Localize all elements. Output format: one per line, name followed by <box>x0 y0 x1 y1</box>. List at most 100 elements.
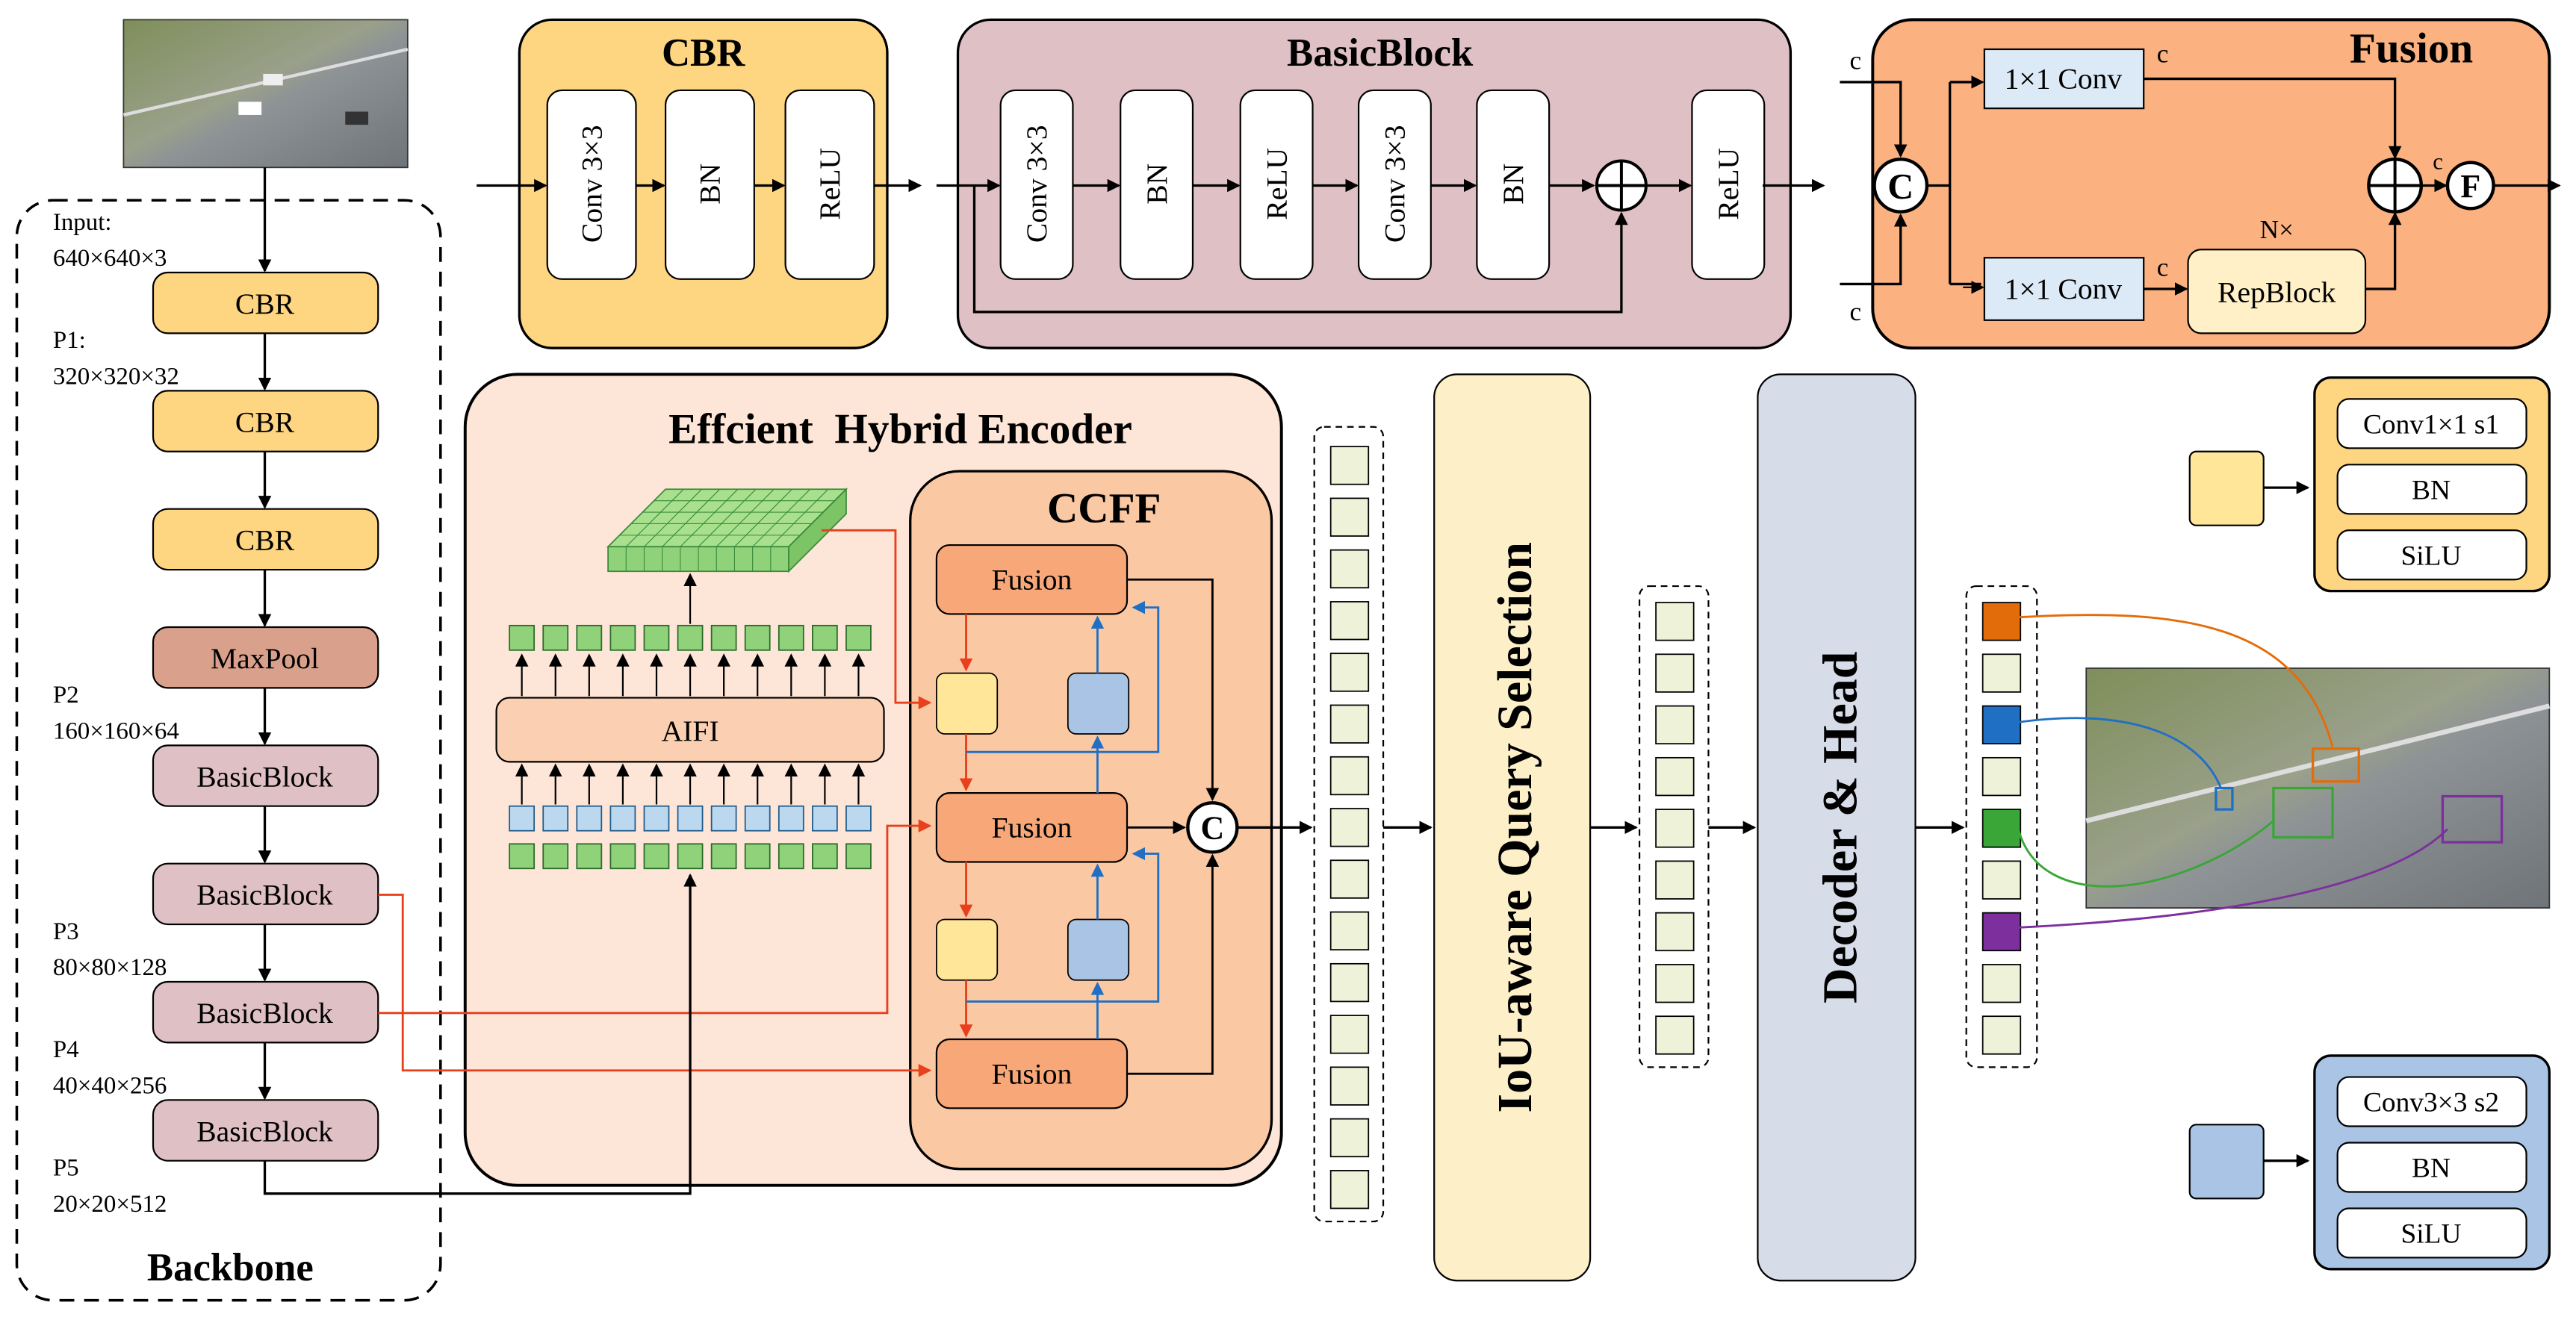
token-square <box>509 843 536 870</box>
layer-label: BN <box>1497 164 1530 205</box>
aifi-label: AIFI <box>662 715 719 747</box>
token-square <box>643 843 670 870</box>
token-square <box>744 843 771 870</box>
layer-label: BN <box>694 164 727 205</box>
channel-label: c <box>2433 149 2443 174</box>
token-square <box>576 843 603 870</box>
query-selection-label: IoU-aware Query Selection <box>1488 542 1542 1113</box>
query-token <box>1655 912 1695 952</box>
token-square <box>778 805 804 832</box>
layer-box: BN <box>1476 89 1551 280</box>
query-token <box>1655 653 1695 693</box>
conv1x1-bottom <box>1983 257 2145 321</box>
fusion-label: Fusion <box>992 1057 1073 1090</box>
layer-box: Conv 3×3 <box>999 89 1074 280</box>
selected-queries <box>1638 585 1710 1068</box>
yellow-conv-block <box>936 672 999 735</box>
encoder-tokens <box>1313 426 1385 1223</box>
token-square <box>812 805 838 832</box>
backbone-block-cbr: CBR <box>152 508 379 571</box>
token-square <box>542 624 569 651</box>
token-square <box>609 805 636 832</box>
ccff-fusion-block: Fusion <box>935 544 1129 615</box>
concat-label: C <box>1887 167 1914 207</box>
repblock <box>2187 249 2367 334</box>
query-token <box>1981 964 2022 1003</box>
encoder-title: Effcient Hybrid Encoder <box>668 406 1132 453</box>
token-square <box>778 624 804 651</box>
layer-box: ReLU <box>784 89 875 280</box>
fusion-label: Fusion <box>992 811 1073 844</box>
backbone-block-basicblock: BasicBlock <box>152 1099 379 1162</box>
channel-label: c <box>1850 46 1862 75</box>
ccff-fusion-block: Fusion <box>935 1038 1129 1109</box>
query-token <box>1981 809 2022 848</box>
feature-size-label: P5 <box>53 1154 79 1181</box>
query-token <box>1981 912 2022 952</box>
query-token <box>1329 756 1370 796</box>
fuse-label: F <box>2460 168 2480 205</box>
ccff-fusion-block: Fusion <box>935 792 1129 863</box>
layer-box: BN <box>1120 89 1194 280</box>
query-token <box>1329 497 1370 537</box>
token-square <box>542 843 569 870</box>
query-token <box>1329 704 1370 744</box>
query-token <box>1329 601 1370 641</box>
channel-label: c <box>2157 252 2169 281</box>
query-token <box>1981 1015 2022 1055</box>
output-queries <box>1965 585 2038 1068</box>
layer-box: Conv 3×3 <box>546 89 637 280</box>
token-square <box>677 624 704 651</box>
query-token <box>1329 1118 1370 1158</box>
block-label: CBR <box>235 287 295 320</box>
layer-label: BN <box>1140 164 1173 205</box>
token-square <box>609 624 636 651</box>
layer-box: BN <box>664 89 755 280</box>
backbone-title: Backbone <box>147 1246 314 1289</box>
query-token <box>1655 1015 1695 1055</box>
query-token <box>1655 602 1695 641</box>
token-square <box>677 805 704 832</box>
channel-label: c <box>1850 297 1862 326</box>
yellow-conv-block <box>936 918 999 981</box>
query-token <box>1981 653 2022 693</box>
query-token <box>1981 602 2022 641</box>
layer-label: ReLU <box>1260 148 1293 220</box>
feature-size-label: P2 <box>53 682 79 709</box>
token-square <box>710 805 737 832</box>
token-square <box>677 843 704 870</box>
feature-size-label: 40×40×256 <box>53 1073 167 1100</box>
legend-layer-label: BN <box>2412 475 2451 505</box>
legend-layer: Conv3×3 s2 <box>2336 1076 2527 1127</box>
legend-layer-label: Conv1×1 s1 <box>2363 410 2499 440</box>
query-token <box>1981 705 2022 745</box>
block-label: BasicBlock <box>196 760 333 793</box>
feature-size-label: 160×160×64 <box>53 718 179 745</box>
legend-layer: Conv1×1 s1 <box>2336 398 2527 449</box>
layer-box: ReLU <box>1691 89 1766 280</box>
query-token <box>1655 809 1695 848</box>
repeat-label: N× <box>2260 215 2294 244</box>
input-image <box>122 19 409 169</box>
token-square <box>710 624 737 651</box>
layer-box: ReLU <box>1239 89 1314 280</box>
query-token <box>1329 911 1370 951</box>
aifi-block <box>495 697 885 763</box>
query-token <box>1655 964 1695 1003</box>
query-token <box>1329 653 1370 692</box>
token-square <box>744 624 771 651</box>
legend-layer: SiLU <box>2336 1207 2527 1259</box>
layer-label: ReLU <box>1712 148 1745 220</box>
token-square <box>509 624 536 651</box>
feature-size-label: 80×80×128 <box>53 954 167 981</box>
feature-size-label: Input: <box>53 209 112 236</box>
query-token <box>1981 860 2022 900</box>
iou-aware-query-selection: IoU-aware Query Selection <box>1433 373 1592 1282</box>
query-token <box>1329 446 1370 485</box>
token-square <box>710 843 737 870</box>
fusion-label: Fusion <box>992 563 1073 596</box>
fusion-module: Fusion c c C 1×1 Conv 1×1 Conv c c RepBl… <box>1840 18 2561 350</box>
block-label: CBR <box>235 524 295 557</box>
